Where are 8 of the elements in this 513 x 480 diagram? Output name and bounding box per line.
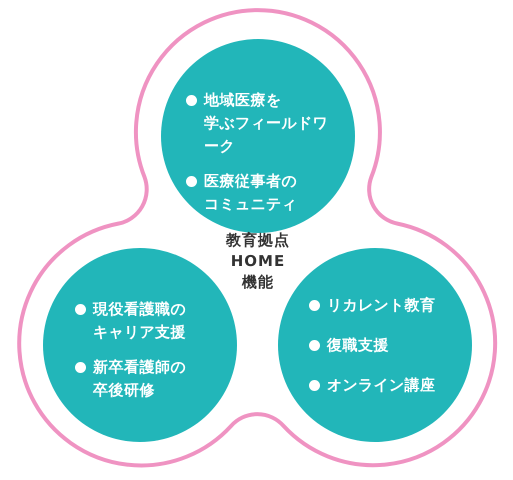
bullet-item: リカレント教育 [308,294,458,317]
bullet-item: 地域医療を学ぶフィールドワーク [185,89,335,158]
bullet-item: 新卒看護師の卒後研修 [74,356,219,402]
bullet-item: オンライン講座 [308,374,458,397]
center-title: 教育拠点 HOME 機能 [224,230,291,293]
bullet-item: 医療従事者のコミュニティ [185,170,335,216]
bullet-item: 現役看護職のキャリア支援 [74,298,219,344]
bullet-item: 復職支援 [308,334,458,357]
